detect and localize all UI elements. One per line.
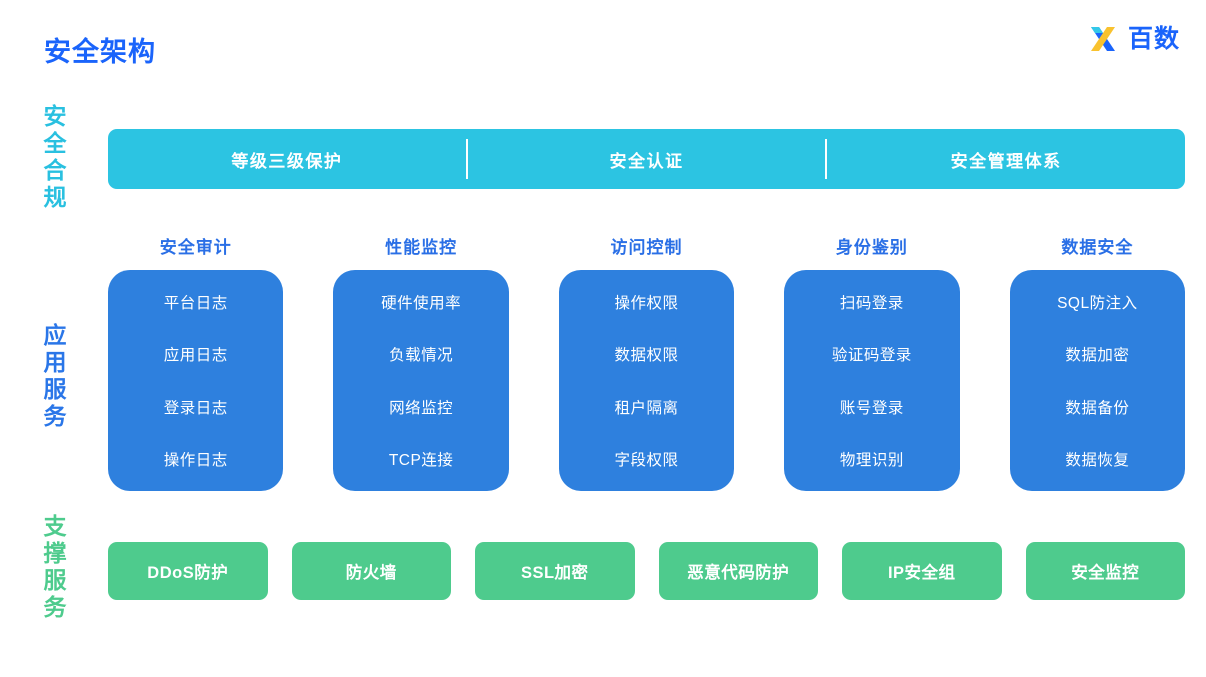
column-title: 身份鉴别 [835, 238, 908, 257]
compliance-divider [825, 139, 828, 179]
card-item[interactable]: SQL防注入 [1057, 295, 1138, 313]
brand-logo: 百数 [1086, 22, 1180, 56]
support-item-security-monitoring[interactable]: 安全监控 [1025, 542, 1185, 600]
band-label-compliance: 安全合规 [43, 103, 67, 210]
card-item[interactable]: 负载情况 [389, 347, 454, 365]
band-label-support-service: 支撑服务 [43, 513, 67, 620]
card-item[interactable]: 平台日志 [163, 295, 228, 313]
card-item[interactable]: 网络监控 [389, 399, 454, 417]
compliance-item-management-system[interactable]: 安全管理体系 [950, 151, 1062, 171]
column-identity-authentication: 身份鉴别 扫码登录 验证码登录 账号登录 物理识别 [784, 233, 960, 491]
page-title: 安全架构 [44, 37, 156, 67]
column-title: 访问控制 [610, 238, 683, 257]
column-card: 硬件使用率 负载情况 网络监控 TCP连接 [333, 270, 509, 491]
card-item[interactable]: 操作权限 [614, 295, 679, 313]
column-title: 安全审计 [159, 238, 232, 257]
card-item[interactable]: 应用日志 [163, 347, 228, 365]
card-item[interactable]: 数据加密 [1065, 347, 1130, 365]
support-item-malicious-code-protection[interactable]: 恶意代码防护 [658, 542, 818, 600]
column-title: 性能监控 [385, 238, 458, 257]
card-item[interactable]: 账号登录 [839, 399, 904, 417]
support-service-row: DDoS防护 防火墙 SSL加密 恶意代码防护 IP安全组 安全监控 [108, 542, 1185, 600]
card-item[interactable]: 物理识别 [839, 451, 904, 469]
card-item[interactable]: 租户隔离 [614, 399, 679, 417]
card-item[interactable]: 数据备份 [1065, 399, 1130, 417]
column-title: 数据安全 [1061, 238, 1134, 257]
column-card: 平台日志 应用日志 登录日志 操作日志 [108, 270, 284, 491]
compliance-item-level-protection[interactable]: 等级三级保护 [231, 151, 343, 171]
column-security-audit: 安全审计 平台日志 应用日志 登录日志 操作日志 [108, 233, 284, 491]
x-logo-icon [1090, 27, 1115, 51]
card-item[interactable]: 操作日志 [163, 451, 228, 469]
support-item-ddos-protection[interactable]: DDoS防护 [108, 542, 268, 600]
column-card: 操作权限 数据权限 租户隔离 字段权限 [558, 270, 735, 491]
compliance-bar: 等级三级保护 安全认证 安全管理体系 [108, 129, 1185, 189]
compliance-divider [465, 139, 468, 179]
column-card: SQL防注入 数据加密 数据备份 数据恢复 [1009, 270, 1186, 491]
card-item[interactable]: 字段权限 [614, 451, 679, 469]
card-item[interactable]: 验证码登录 [831, 347, 912, 365]
support-item-firewall[interactable]: 防火墙 [291, 542, 451, 600]
card-item[interactable]: 登录日志 [163, 399, 228, 417]
column-card: 扫码登录 验证码登录 账号登录 物理识别 [784, 270, 960, 491]
card-item[interactable]: 硬件使用率 [381, 295, 462, 313]
brand-name: 百数 [1127, 24, 1180, 53]
column-access-control: 访问控制 操作权限 数据权限 租户隔离 字段权限 [558, 233, 735, 491]
card-item[interactable]: 数据恢复 [1065, 451, 1130, 469]
card-item[interactable]: 数据权限 [614, 347, 679, 365]
compliance-item-security-certification[interactable]: 安全认证 [609, 151, 684, 171]
support-item-ssl-encryption[interactable]: SSL加密 [475, 542, 635, 600]
column-data-security: 数据安全 SQL防注入 数据加密 数据备份 数据恢复 [1009, 233, 1186, 491]
band-label-app-service: 应用服务 [43, 322, 67, 429]
column-performance-monitoring: 性能监控 硬件使用率 负载情况 网络监控 TCP连接 [333, 233, 509, 491]
card-item[interactable]: TCP连接 [388, 451, 454, 469]
support-item-ip-security-group[interactable]: IP安全组 [842, 542, 1002, 600]
card-item[interactable]: 扫码登录 [839, 295, 904, 313]
app-service-columns: 安全审计 平台日志 应用日志 登录日志 操作日志 性能监控 硬件使用率 负载情况… [108, 233, 1186, 491]
